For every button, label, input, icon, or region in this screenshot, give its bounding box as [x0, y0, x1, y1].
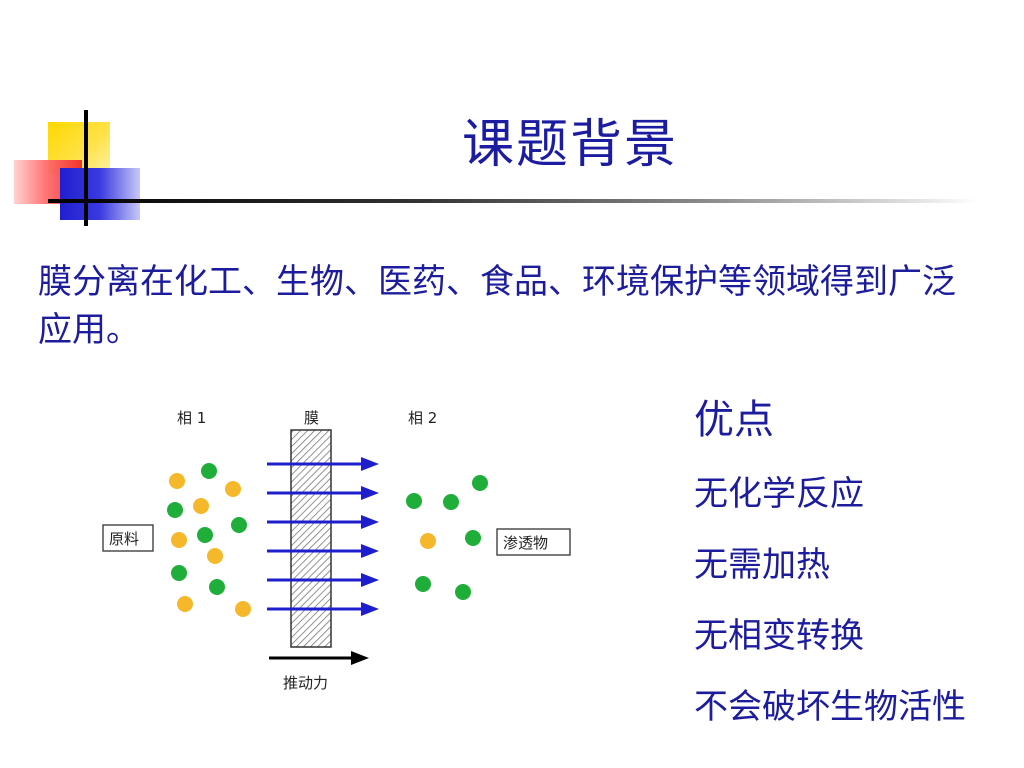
advantages-list: 无化学反应 无需加热 无相变转换 不会破坏生物活性 [694, 474, 966, 758]
driving-force-arrow [269, 651, 369, 665]
label-membrane: 膜 [304, 409, 319, 427]
label-feed: 原料 [109, 530, 139, 548]
logo-blue-square [60, 168, 140, 220]
permeate-box [496, 528, 571, 556]
slide-title: 课题背景 [461, 115, 678, 175]
label-phase2: 相 2 [408, 409, 437, 427]
title-rule [48, 199, 978, 203]
label-phase1: 相 1 [177, 409, 206, 427]
phase1-particles [167, 463, 251, 617]
advantages-heading: 优点 [694, 397, 774, 443]
membrane-bar [290, 429, 332, 648]
logo-vertical-line [84, 110, 88, 226]
intro-text: 膜分离在化工、生物、医药、食品、环境保护等领域得到广泛应用。 [38, 262, 956, 350]
feed-box [102, 524, 154, 552]
membrane-separation-diagram: 相 1 膜 相 2 [102, 409, 571, 692]
advantage-item: 无化学反应 [694, 474, 864, 514]
phase2-particles [406, 475, 488, 600]
label-driving-force: 推动力 [283, 674, 328, 692]
flow-arrows [267, 457, 379, 616]
label-permeate: 渗透物 [503, 534, 548, 552]
advantage-item: 无相变转换 [694, 616, 864, 656]
advantage-item: 无需加热 [694, 545, 830, 585]
advantage-item: 不会破坏生物活性 [694, 687, 966, 727]
